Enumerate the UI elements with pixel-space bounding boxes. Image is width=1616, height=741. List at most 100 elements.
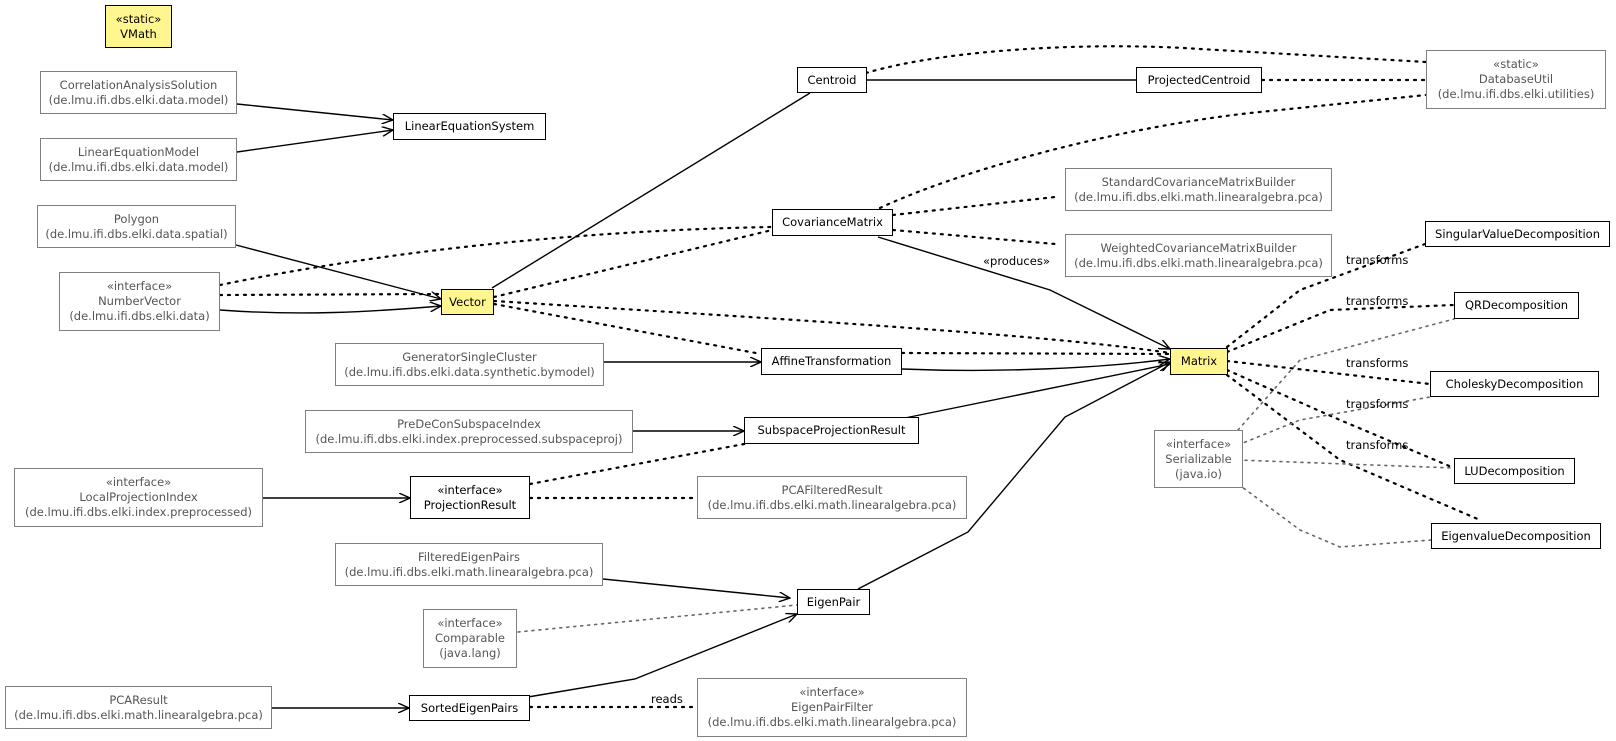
interface-serializable[interactable]: «interface» Serializable (java.io) [1154, 430, 1243, 488]
edge-projresult-spr [528, 440, 757, 486]
comparable-package: (java.lang) [439, 646, 501, 660]
fep-package: (de.lmu.ifi.dbs.elki.math.linearalgebra.… [344, 564, 594, 579]
lpi-name: LocalProjectionIndex [79, 490, 198, 504]
numbervector-package: (de.lmu.ifi.dbs.elki.data) [69, 309, 210, 323]
lpi-package: (de.lmu.ifi.dbs.elki.index.preprocessed) [24, 505, 252, 519]
vmath-name: VMath [120, 26, 157, 41]
class-pca-result[interactable]: PCAResult (de.lmu.ifi.dbs.elki.math.line… [5, 686, 272, 729]
edge-serializable-qr [1237, 318, 1455, 431]
class-qr-decomposition[interactable]: QRDecomposition [1454, 292, 1579, 319]
edge-numbervector-vector-dotted [218, 292, 443, 297]
predecon-name: PreDeConSubspaceIndex [397, 416, 541, 431]
class-eigenvalue-decomposition[interactable]: EigenvalueDecomposition [1431, 523, 1601, 549]
pcaresult-package: (de.lmu.ifi.dbs.elki.math.linearalgebra.… [14, 707, 263, 722]
epf-package: (de.lmu.ifi.dbs.elki.math.linearalgebra.… [707, 715, 957, 729]
edge-spr-matrix [899, 364, 1170, 420]
gsc-package: (de.lmu.ifi.dbs.elki.data.synthetic.bymo… [344, 364, 595, 379]
edge-eigenpair-matrix [857, 362, 1170, 590]
lu-name: LUDecomposition [1464, 463, 1565, 478]
interface-projection-result[interactable]: «interface» ProjectionResult [410, 476, 530, 519]
edge-label-transforms-cholesky: transforms [1346, 356, 1409, 370]
class-linear-equation-model[interactable]: LinearEquationModel (de.lmu.ifi.dbs.elki… [40, 138, 237, 181]
class-standard-covariance-matrix-builder[interactable]: StandardCovarianceMatrixBuilder (de.lmu.… [1065, 168, 1332, 211]
edge-vector-covmatrix [492, 228, 774, 299]
edge-label-transforms-qr: transforms [1346, 294, 1409, 308]
class-vector[interactable]: Vector [441, 289, 494, 315]
dbutil-name: DatabaseUtil [1478, 72, 1554, 86]
polygon-name: Polygon [113, 211, 160, 226]
class-lu-decomposition[interactable]: LUDecomposition [1454, 458, 1575, 484]
comparable-name: Comparable [435, 631, 505, 645]
scmb-name: StandardCovarianceMatrixBuilder [1101, 174, 1296, 189]
class-weighted-covariance-matrix-builder[interactable]: WeightedCovarianceMatrixBuilder (de.lmu.… [1065, 234, 1332, 277]
comparable-stereotype: «interface» [437, 616, 503, 630]
class-matrix[interactable]: Matrix [1170, 348, 1228, 375]
edge-matrix-qr [1225, 303, 1456, 354]
edge-vector-matrix [492, 299, 1172, 355]
edge-cas-les [236, 103, 393, 120]
class-filtered-eigen-pairs[interactable]: FilteredEigenPairs (de.lmu.ifi.dbs.elki.… [335, 543, 603, 586]
les-name: LinearEquationSystem [404, 119, 535, 133]
edge-affine-matrix-dotted [900, 351, 1172, 356]
edge-vector-centroid [491, 92, 811, 289]
edge-vector-affine [492, 302, 763, 356]
fep-name: FilteredEigenPairs [417, 549, 521, 564]
class-cholesky-decomposition[interactable]: CholeskyDecomposition [1430, 371, 1599, 397]
class-sorted-eigen-pairs[interactable]: SortedEigenPairs [409, 695, 530, 721]
interface-eigen-pair-filter[interactable]: «interface» EigenPairFilter (de.lmu.ifi.… [697, 678, 967, 737]
projresult-name: ProjectionResult [423, 497, 517, 512]
class-affine-transformation[interactable]: AffineTransformation [761, 348, 902, 375]
wcmb-name: WeightedCovarianceMatrixBuilder [1100, 240, 1297, 255]
class-generator-single-cluster[interactable]: GeneratorSingleCluster (de.lmu.ifi.dbs.e… [335, 343, 604, 386]
edge-matrix-evd [1225, 373, 1482, 522]
affine-name: AffineTransformation [771, 354, 892, 368]
interface-number-vector[interactable]: «interface» NumberVector (de.lmu.ifi.dbs… [59, 272, 220, 331]
pcafr-name: PCAFilteredResult [781, 482, 883, 497]
edge-label-reads: reads [651, 692, 683, 706]
lem-package: (de.lmu.ifi.dbs.elki.data.model) [48, 159, 229, 174]
class-linear-equation-system[interactable]: LinearEquationSystem [393, 113, 546, 140]
edge-serializable-cholesky [1237, 396, 1431, 446]
serializable-package: (java.io) [1175, 466, 1222, 481]
edge-centroid-dbutil [864, 45, 1428, 75]
cholesky-name: CholeskyDecomposition [1445, 376, 1584, 391]
pcafr-package: (de.lmu.ifi.dbs.elki.math.linearalgebra.… [707, 497, 957, 512]
class-projected-centroid[interactable]: ProjectedCentroid [1136, 67, 1262, 93]
edge-matrix-lu [1225, 368, 1456, 470]
sep-name: SortedEigenPairs [420, 700, 519, 715]
class-correlation-analysis-solution[interactable]: CorrelationAnalysisSolution (de.lmu.ifi.… [40, 71, 237, 114]
vector-name: Vector [449, 294, 486, 309]
edge-covmatrix-scmb [891, 195, 1057, 217]
edge-label-transforms-evd: transforms [1346, 438, 1409, 452]
class-eigen-pair[interactable]: EigenPair [797, 589, 870, 615]
matrix-name: Matrix [1180, 354, 1218, 368]
interface-comparable[interactable]: «interface» Comparable (java.lang) [423, 609, 517, 668]
class-predecon-subspace-index[interactable]: PreDeConSubspaceIndex (de.lmu.ifi.dbs.el… [305, 410, 633, 453]
wcmb-package: (de.lmu.ifi.dbs.elki.math.linearalgebra.… [1074, 255, 1323, 270]
edge-serializable-evd [1237, 483, 1432, 548]
edge-affine-matrix [901, 359, 1170, 372]
class-polygon[interactable]: Polygon (de.lmu.ifi.dbs.elki.data.spatia… [37, 205, 236, 248]
interface-local-projection-index[interactable]: «interface» LocalProjectionIndex (de.lmu… [14, 468, 263, 527]
pcaresult-name: PCAResult [109, 692, 168, 707]
spr-name: SubspaceProjectionResult [757, 423, 906, 437]
polygon-package: (de.lmu.ifi.dbs.elki.data.spatial) [45, 226, 228, 241]
serializable-name: Serializable [1165, 451, 1232, 466]
lem-name: LinearEquationModel [77, 144, 200, 159]
class-vmath[interactable]: «static» VMath [105, 5, 172, 48]
class-database-util[interactable]: «static» DatabaseUtil (de.lmu.ifi.dbs.el… [1426, 50, 1606, 109]
epf-name: EigenPairFilter [791, 700, 873, 714]
class-subspace-projection-result[interactable]: SubspaceProjectionResult [744, 417, 919, 444]
edge-covmatrix-wcmb [891, 228, 1057, 246]
class-singular-value-decomposition[interactable]: SingularValueDecomposition [1425, 221, 1610, 247]
edge-fep-eigenpair [602, 578, 790, 598]
class-pca-filtered-result[interactable]: PCAFilteredResult (de.lmu.ifi.dbs.elki.m… [697, 476, 967, 519]
edge-label-produces: «produces» [983, 254, 1050, 268]
numbervector-name: NumberVector [98, 294, 181, 308]
class-covariance-matrix[interactable]: CovarianceMatrix [772, 209, 893, 236]
cas-name: CorrelationAnalysisSolution [59, 77, 218, 92]
class-centroid[interactable]: Centroid [797, 67, 867, 93]
dbutil-package: (de.lmu.ifi.dbs.elki.utilities) [1437, 87, 1595, 101]
